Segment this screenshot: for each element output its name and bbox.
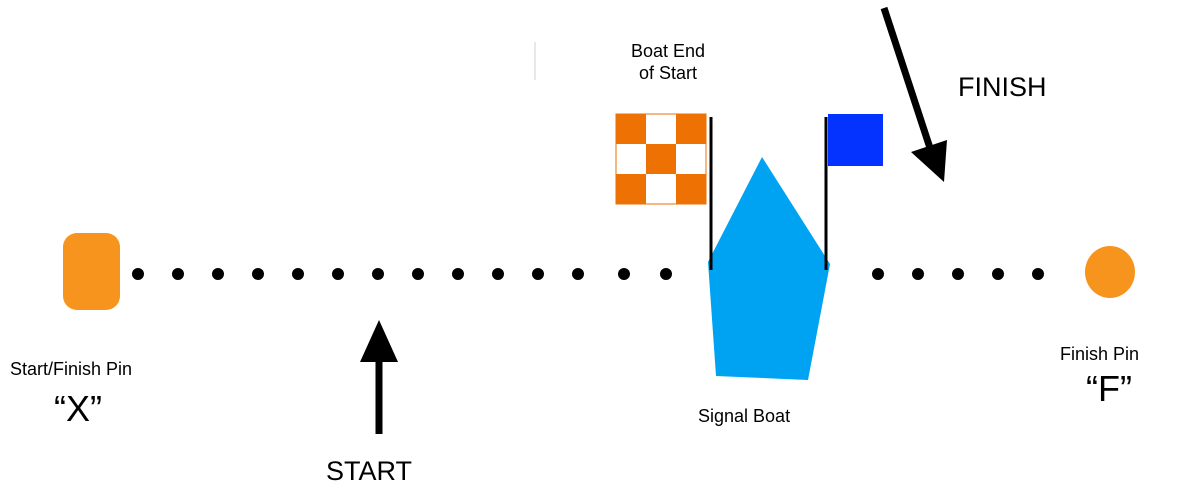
signal-boat-hull bbox=[708, 157, 830, 380]
start-finish-pin-mark bbox=[63, 233, 120, 310]
start-label: START bbox=[326, 456, 413, 486]
finish-arrow-icon bbox=[880, 6, 947, 182]
start-line-dots bbox=[132, 268, 672, 280]
boat-end-line2: of Start bbox=[638, 63, 698, 83]
start-finish-pin-label: Start/Finish Pin bbox=[10, 359, 133, 379]
finish-pin-mark bbox=[1085, 246, 1135, 298]
checkered-flag-icon bbox=[615, 113, 707, 205]
signal-boat-label: Signal Boat bbox=[698, 406, 791, 426]
finish-label: FINISH bbox=[958, 72, 1047, 102]
start-arrow-icon bbox=[360, 320, 398, 434]
finish-pin-letter: “F” bbox=[1086, 368, 1132, 409]
boat-end-label: Boat End of Start bbox=[620, 40, 716, 84]
finish-line-dots bbox=[872, 268, 1044, 280]
finish-pin-label: Finish Pin bbox=[1060, 344, 1140, 364]
blue-flag-icon bbox=[828, 114, 883, 166]
start-finish-pin-letter: “X” bbox=[54, 388, 102, 429]
boat-end-line1: Boat End bbox=[630, 41, 706, 61]
